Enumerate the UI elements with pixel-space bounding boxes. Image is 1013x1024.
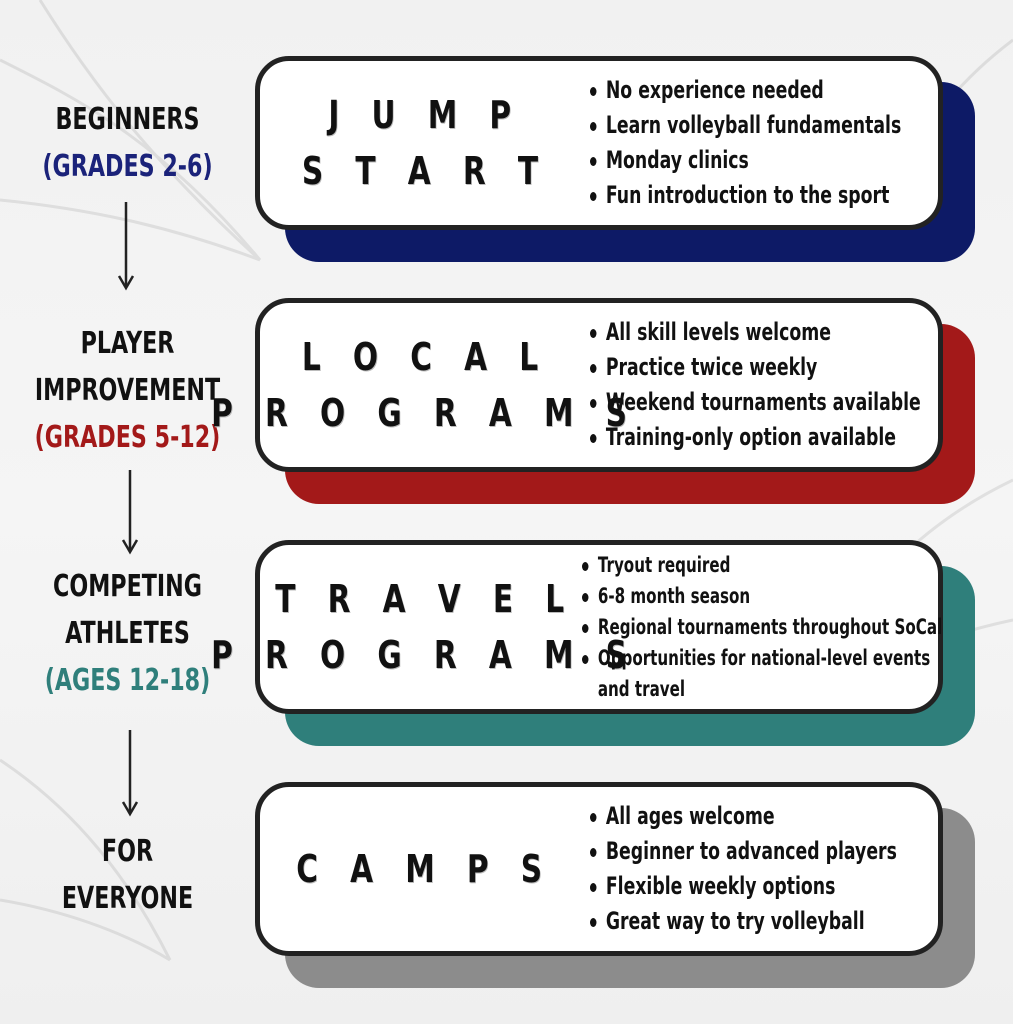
program-bullet-list: All ages welcome Beginner to advanced pl… <box>590 787 950 951</box>
list-item: Learn volleyball fundamentals <box>590 108 901 143</box>
program-card-camps: C A M P S All ages welcome Beginner to a… <box>255 782 943 956</box>
program-title: T R A V E L P R O G R A M S <box>212 545 628 709</box>
program-title-line: S T A R T <box>301 149 549 193</box>
stage-label-competing-athletes: COMPETING ATHLETES (AGES 12-18) <box>33 563 222 704</box>
program-card-local-programs: L O C A L P R O G R A M S All skill leve… <box>212 298 943 472</box>
program-bullet-list: Tryout required 6-8 month season Regiona… <box>582 545 942 709</box>
program-title: L O C A L P R O G R A M S <box>212 303 628 467</box>
program-card-jump-start: J U M P S T A R T No experience needed L… <box>255 56 943 230</box>
stage-label-beginners: BEGINNERS (GRADES 2-6) <box>33 96 222 190</box>
list-item: Tryout required <box>582 550 841 581</box>
list-item: Beginner to advanced players <box>590 834 897 869</box>
stage-label-line: EVERYONE <box>61 881 194 916</box>
stage-label-line: COMPETING <box>53 569 202 604</box>
down-arrow-icon <box>121 470 139 555</box>
program-bullet-list: No experience needed Learn volleyball fu… <box>590 61 950 225</box>
stage-label-line: PLAYER <box>80 326 175 361</box>
stage-label-line: FOR <box>101 834 154 869</box>
list-item: Fun introduction to the sport <box>590 178 889 213</box>
program-title: C A M P S <box>260 787 590 951</box>
list-item: Opportunities for national-level events … <box>582 643 936 705</box>
program-bullet-list: All skill levels welcome Practice twice … <box>590 303 950 467</box>
program-title: J U M P S T A R T <box>260 61 590 225</box>
program-title-line: C A M P S <box>296 847 554 891</box>
list-item: Practice twice weekly <box>590 350 849 385</box>
list-item: Regional tournaments throughout SoCal <box>582 612 942 643</box>
list-item: All ages welcome <box>590 799 849 834</box>
list-item: 6-8 month season <box>582 581 841 612</box>
program-title-line: J U M P <box>328 93 522 137</box>
stage-label-line: ATHLETES <box>65 616 190 651</box>
stage-label-line: BEGINNERS <box>55 102 200 137</box>
stage-label-line: IMPROVEMENT <box>34 373 221 408</box>
list-item: Flexible weekly options <box>590 869 849 904</box>
program-card-travel-programs: T R A V E L P R O G R A M S Tryout requi… <box>212 540 943 714</box>
down-arrow-icon <box>121 730 139 817</box>
program-title-line: T R A V E L <box>275 577 575 621</box>
stage-label-for-everyone: FOR EVERYONE <box>33 828 222 922</box>
list-item: No experience needed <box>590 73 849 108</box>
down-arrow-icon <box>117 202 135 291</box>
program-title-line: P R O G R A M S <box>211 633 639 677</box>
list-item: All skill levels welcome <box>590 315 849 350</box>
list-item: Monday clinics <box>590 143 849 178</box>
stage-grades: (GRADES 2-6) <box>42 149 213 184</box>
program-title-line: P R O G R A M S <box>211 391 639 435</box>
stage-label-player-improvement: PLAYER IMPROVEMENT (GRADES 5-12) <box>33 320 222 461</box>
stage-grades: (AGES 12-18) <box>44 663 211 698</box>
stage-grades: (GRADES 5-12) <box>34 420 221 455</box>
program-title-line: L O C A L <box>301 335 549 379</box>
list-item: Great way to try volleyball <box>590 904 865 939</box>
list-item: Training-only option available <box>590 420 896 455</box>
list-item: Weekend tournaments available <box>590 385 921 420</box>
